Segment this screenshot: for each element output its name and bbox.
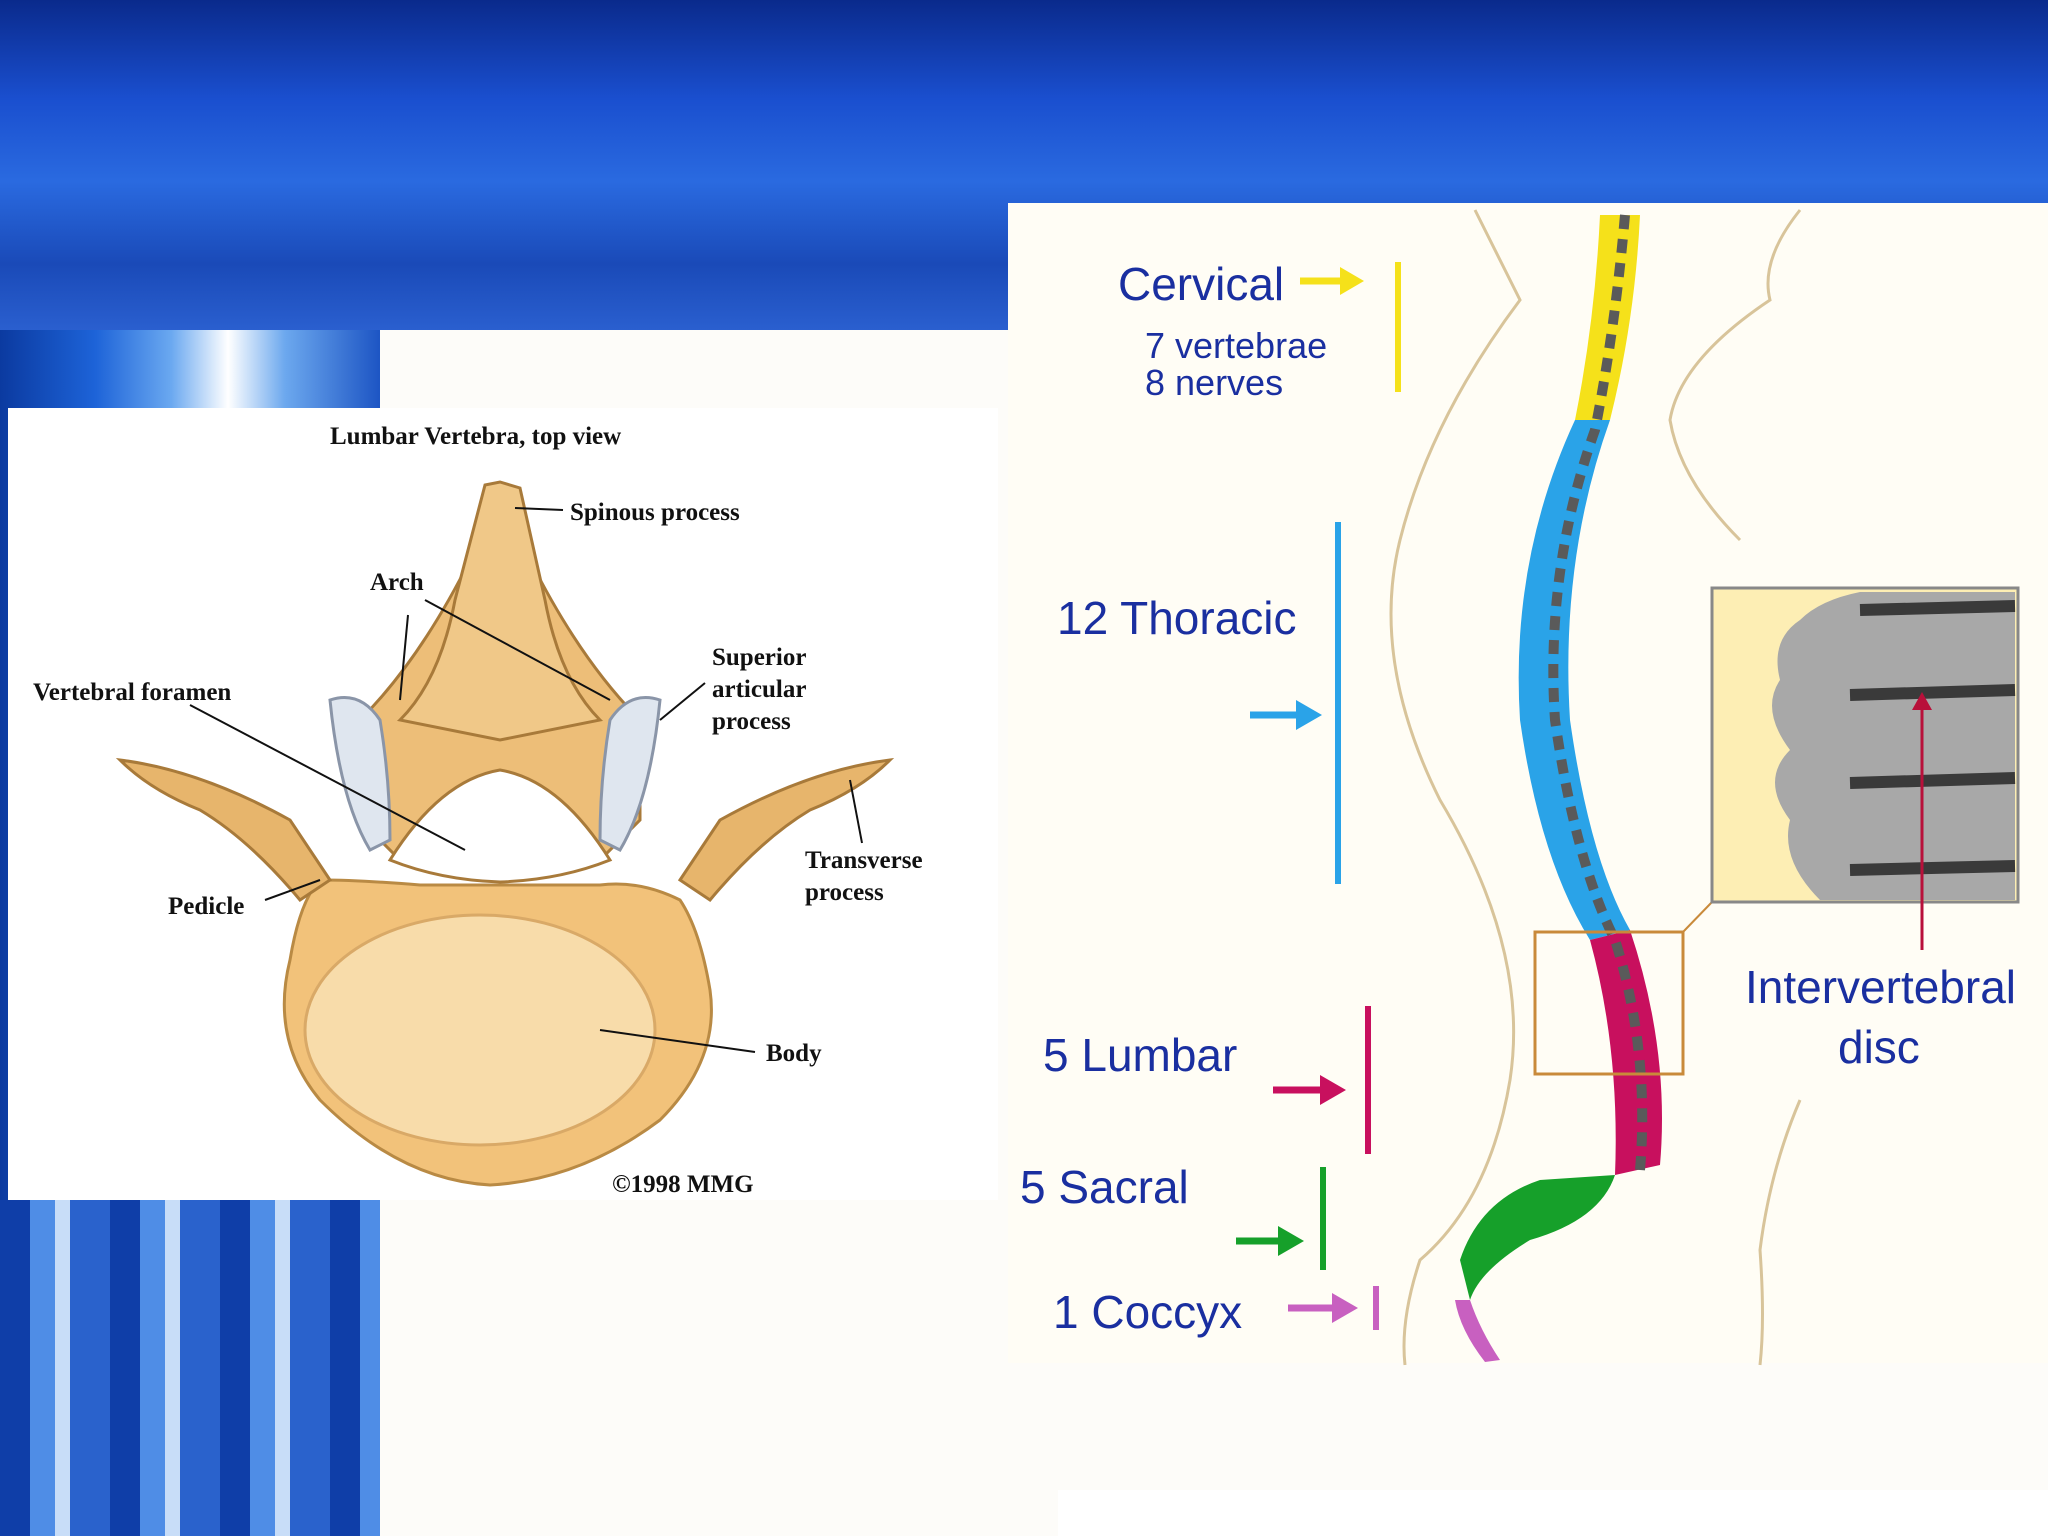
lumbar-arrow	[1273, 1075, 1346, 1105]
label-cervical-vertebrae: 7 vertebrae	[1145, 325, 1327, 366]
inset-connector	[1683, 902, 1712, 932]
sacral-arrow	[1236, 1226, 1304, 1256]
inset-disc-1	[1860, 606, 2015, 610]
inset-vertebrae	[1772, 592, 2015, 900]
body-outline-back	[1391, 210, 1520, 1365]
inset-disc-2	[1850, 690, 2015, 695]
inset-disc-4	[1850, 866, 2015, 870]
label-coccyx: 1 Coccyx	[1053, 1286, 1242, 1338]
spine-sacrum	[1460, 1175, 1615, 1300]
label-cervical: Cervical	[1118, 258, 1284, 310]
label-sacral: 5 Sacral	[1020, 1161, 1189, 1213]
spine-coccyx	[1455, 1300, 1500, 1362]
label-cervical-nerves: 8 nerves	[1145, 362, 1283, 403]
label-lumbar: 5 Lumbar	[1043, 1029, 1237, 1081]
thoracic-arrow	[1250, 700, 1322, 730]
label-thoracic: 12 Thoracic	[1057, 592, 1297, 644]
label-intervertebral: Intervertebral	[1745, 961, 2016, 1013]
inset-disc-3	[1850, 778, 2015, 783]
cervical-arrow	[1300, 267, 1364, 295]
coccyx-arrow	[1288, 1293, 1358, 1323]
label-disc: disc	[1838, 1021, 1920, 1073]
